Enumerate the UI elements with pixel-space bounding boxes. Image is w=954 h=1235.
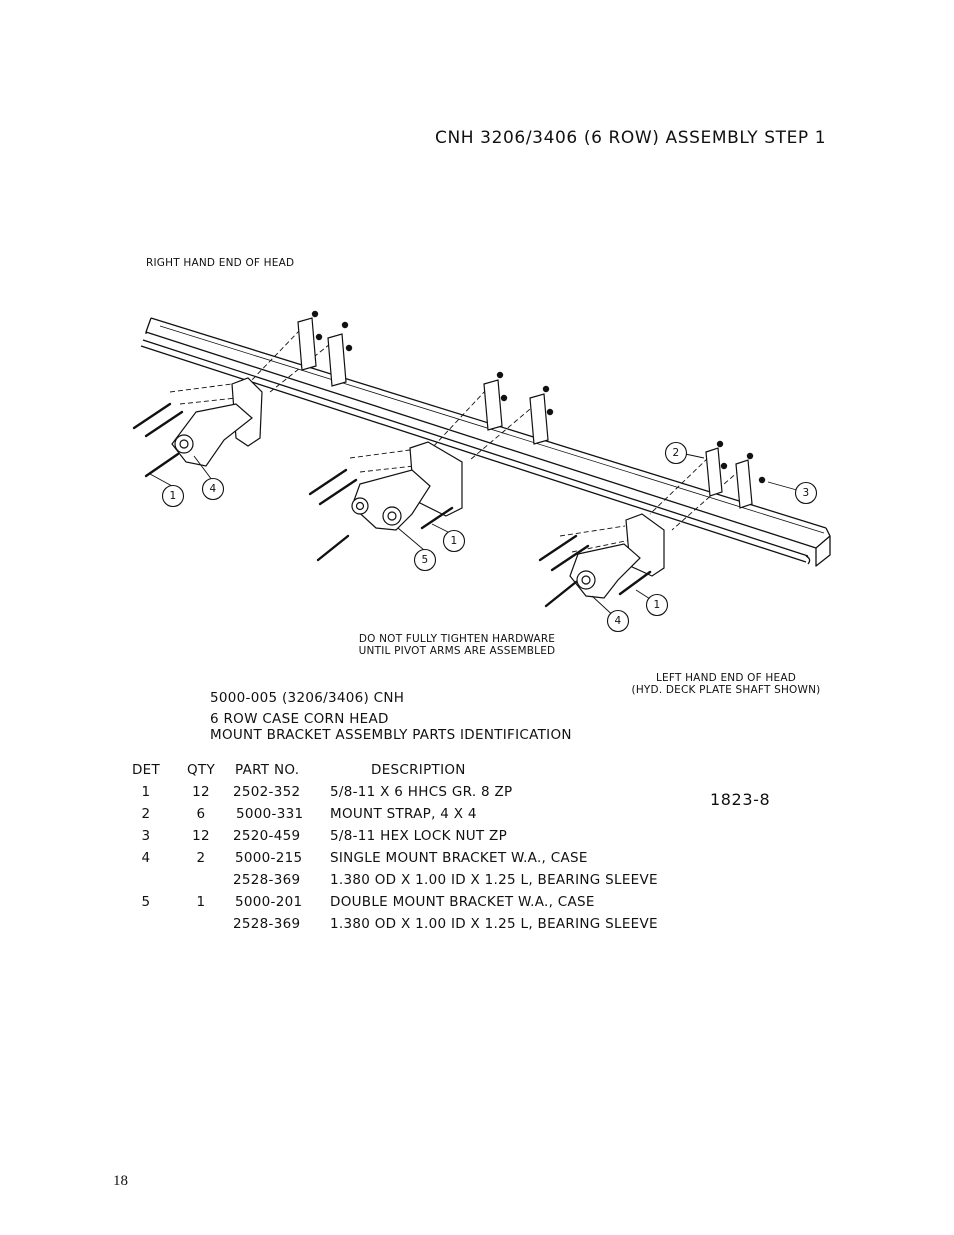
assembly-part-number: 5000-005 (3206/3406) CNH xyxy=(210,690,405,706)
assembly-name: 6 ROW CASE CORN HEAD xyxy=(210,711,389,727)
callout-5: 5 xyxy=(413,548,437,576)
qty-cell: 1 xyxy=(196,894,206,910)
header-description: DESCRIPTION xyxy=(371,762,466,778)
callout-1: 1 xyxy=(645,593,669,621)
desc-cell: MOUNT STRAP, 4 X 4 xyxy=(330,806,477,822)
part-cell: 2520-459 xyxy=(233,828,301,844)
left-end-label-2: (HYD. DECK PLATE SHAFT SHOWN) xyxy=(631,684,821,696)
part-cell: 5000-201 xyxy=(235,894,303,910)
callout-4: 4 xyxy=(201,477,225,505)
part-cell: 2528-369 xyxy=(233,872,301,888)
part-cell: 5000-331 xyxy=(236,806,304,822)
callout-2: 2 xyxy=(664,441,688,469)
header-qty: QTY xyxy=(186,762,216,778)
page-title: CNH 3206/3406 (6 ROW) ASSEMBLY STEP 1 xyxy=(435,128,827,148)
double-mount-bracket xyxy=(351,441,463,531)
det-cell: 1 xyxy=(141,784,151,800)
drawing-number: 1823-8 xyxy=(710,790,771,809)
note-line-2: UNTIL PIVOT ARMS ARE ASSEMBLED xyxy=(358,645,556,657)
single-mount-bracket xyxy=(171,377,263,467)
mount-strap xyxy=(483,379,549,445)
qty-cell: 12 xyxy=(192,784,210,800)
header-det: DET xyxy=(131,762,161,778)
desc-cell: 1.380 OD X 1.00 ID X 1.25 L, BEARING SLE… xyxy=(330,872,658,888)
det-cell: 5 xyxy=(141,894,151,910)
callout-4: 4 xyxy=(606,609,630,637)
callout-3: 3 xyxy=(794,481,818,509)
mount-strap xyxy=(705,447,753,509)
part-cell: 2528-369 xyxy=(233,916,301,932)
desc-cell: 5/8-11 X 6 HHCS GR. 8 ZP xyxy=(330,784,513,800)
header-part-no: PART NO. xyxy=(235,762,300,778)
left-end-label-1: LEFT HAND END OF HEAD xyxy=(656,672,796,684)
assembly-subtitle: MOUNT BRACKET ASSEMBLY PARTS IDENTIFICAT… xyxy=(210,727,572,743)
right-end-label: RIGHT HAND END OF HEAD xyxy=(146,257,295,269)
page-number: 18 xyxy=(113,1173,128,1189)
qty-cell: 6 xyxy=(196,806,206,822)
qty-cell: 12 xyxy=(192,828,210,844)
callout-1: 1 xyxy=(442,529,466,557)
part-cell: 2502-352 xyxy=(233,784,301,800)
det-cell: 3 xyxy=(141,828,151,844)
det-cell: 2 xyxy=(141,806,151,822)
single-mount-bracket xyxy=(569,513,665,599)
qty-cell: 2 xyxy=(196,850,206,866)
mount-strap xyxy=(297,317,347,387)
desc-cell: DOUBLE MOUNT BRACKET W.A., CASE xyxy=(330,894,595,910)
callout-1: 1 xyxy=(161,484,185,512)
note-line-1: DO NOT FULLY TIGHTEN HARDWARE xyxy=(358,633,556,645)
desc-cell: 1.380 OD X 1.00 ID X 1.25 L, BEARING SLE… xyxy=(330,916,658,932)
desc-cell: SINGLE MOUNT BRACKET W.A., CASE xyxy=(330,850,588,866)
det-cell: 4 xyxy=(141,850,151,866)
desc-cell: 5/8-11 HEX LOCK NUT ZP xyxy=(330,828,508,844)
part-cell: 5000-215 xyxy=(235,850,303,866)
